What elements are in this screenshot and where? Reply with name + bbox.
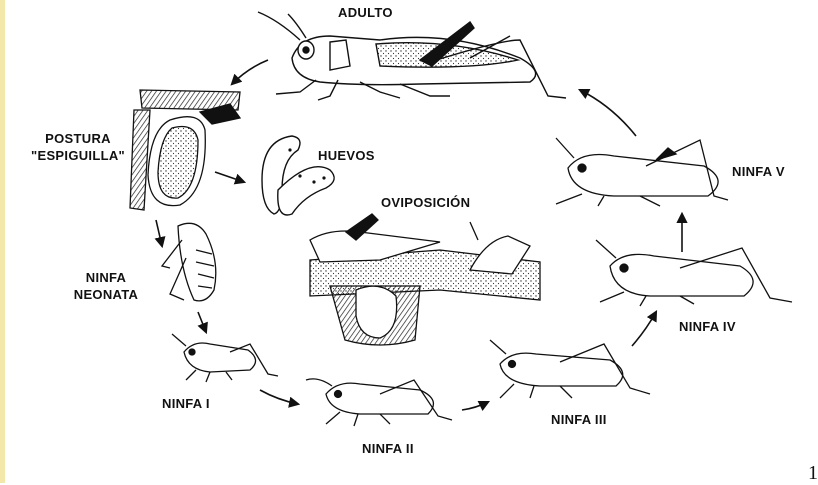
arrow-ninfa-iii-to-iv bbox=[632, 312, 656, 346]
label-huevos: HUEVOS bbox=[318, 147, 375, 164]
ninfa-iii-illustration bbox=[490, 340, 650, 398]
egg-pod-illustration bbox=[130, 90, 240, 210]
ninfa-i-illustration bbox=[172, 334, 278, 382]
label-adulto: ADULTO bbox=[338, 4, 393, 21]
arrow-adulto-to-postura bbox=[232, 60, 268, 84]
label-ninfa-neonata: NINFA NEONATA bbox=[66, 269, 146, 303]
arrow-postura-to-huevos bbox=[215, 172, 244, 182]
label-ninfa-iv: NINFA IV bbox=[679, 318, 736, 335]
arrow-postura-to-neonata bbox=[156, 220, 162, 246]
label-ninfa-iii: NINFA III bbox=[551, 411, 607, 428]
oviposition-illustration bbox=[310, 214, 540, 345]
ninfa-neonata-illustration bbox=[162, 223, 216, 301]
label-postura: POSTURA "ESPIGUILLA" bbox=[28, 130, 128, 164]
label-ninfa-neonata-line1: NINFA bbox=[66, 269, 146, 286]
ninfa-v-illustration bbox=[556, 138, 728, 206]
ninfa-ii-illustration bbox=[306, 379, 452, 426]
adult-grasshopper-illustration bbox=[258, 12, 566, 100]
arrow-ninfa-i-to-ii bbox=[260, 390, 298, 404]
label-ninfa-neonata-line2: NEONATA bbox=[66, 286, 146, 303]
page-number: 1 bbox=[808, 462, 818, 485]
label-ninfa-i: NINFA I bbox=[162, 395, 210, 412]
arrow-ninfa-v-to-adulto bbox=[580, 90, 636, 136]
arrow-ninfa-ii-to-iii bbox=[462, 402, 488, 410]
arrow-neonata-to-ninfa-i bbox=[198, 312, 206, 332]
label-ninfa-ii: NINFA II bbox=[362, 440, 414, 457]
ninfa-iv-illustration bbox=[596, 240, 792, 306]
label-postura-line1: POSTURA bbox=[28, 130, 128, 147]
label-postura-line2: "ESPIGUILLA" bbox=[28, 147, 128, 164]
label-oviposicion: OVIPOSICIÓN bbox=[381, 194, 470, 211]
label-ninfa-v: NINFA V bbox=[732, 163, 785, 180]
